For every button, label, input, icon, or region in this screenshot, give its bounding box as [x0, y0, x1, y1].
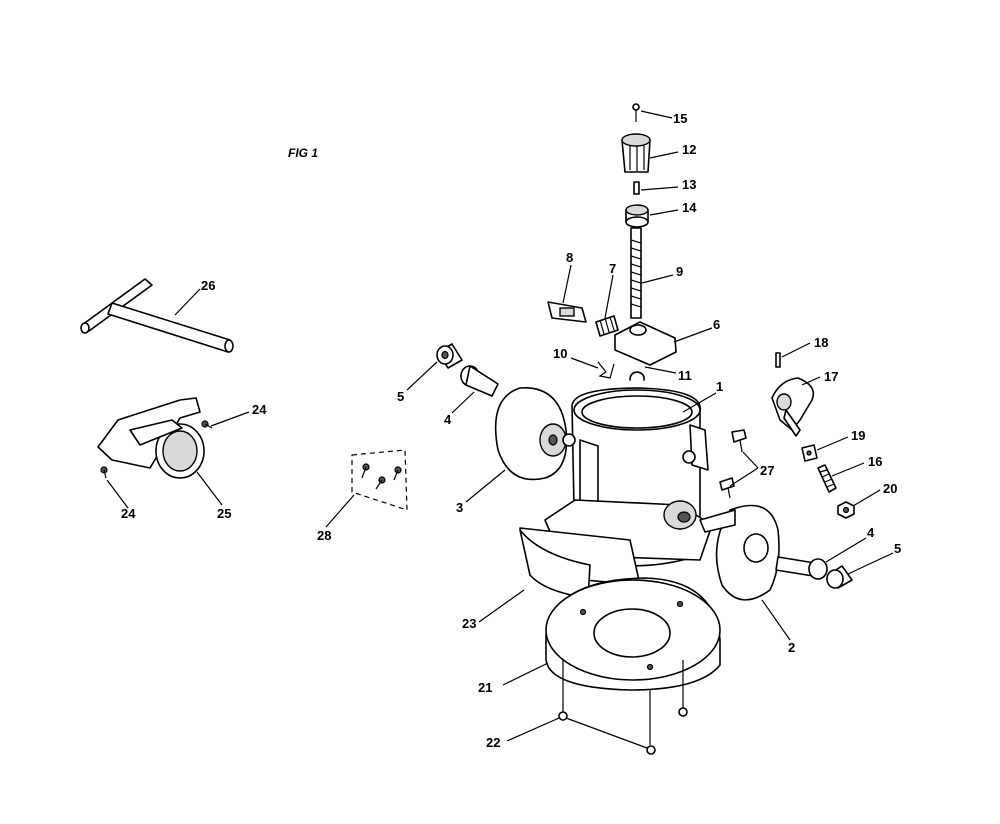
part-27-wing-screws: [719, 429, 747, 499]
leader-lines: [106, 110, 894, 749]
callout-27: 27: [760, 463, 774, 478]
part-6-adjust-block: [614, 321, 677, 366]
part-4-right-screw: [775, 556, 828, 580]
callout-20: 20: [883, 481, 897, 496]
callout-28: 28: [317, 528, 331, 543]
figure-label: FIG 1: [288, 146, 318, 160]
callout-4-right: 4: [867, 525, 875, 540]
part-5-right-cap: [826, 565, 853, 589]
callout-11: 11: [678, 368, 692, 383]
callout-18: 18: [814, 335, 828, 350]
callout-13: 13: [682, 177, 696, 192]
part-24-screws: [100, 420, 213, 479]
callout-26: 26: [201, 278, 215, 293]
part-28-screw-kit: [351, 449, 408, 511]
part-4-left-screw: [460, 365, 499, 397]
callout-10: 10: [553, 346, 567, 361]
callout-7: 7: [609, 261, 616, 276]
part-7-spring: [595, 315, 619, 337]
part-14-collar: [625, 204, 649, 228]
callout-15: 15: [673, 111, 687, 126]
callout-5-right: 5: [894, 541, 901, 556]
callout-1: 1: [716, 379, 723, 394]
callout-23: 23: [462, 616, 476, 631]
callout-9: 9: [676, 264, 683, 279]
callout-16: 16: [868, 454, 882, 469]
callout-5-left: 5: [397, 389, 404, 404]
callout-19: 19: [851, 428, 865, 443]
callout-17: 17: [824, 369, 838, 384]
part-1-housing: [519, 387, 713, 586]
part-9-threaded-rod: [630, 227, 642, 319]
part-18-pin: [775, 352, 781, 368]
part-17-latch: [771, 377, 815, 437]
part-25-dust-adapter: [97, 397, 205, 479]
callout-24-left: 24: [121, 506, 136, 521]
part-13-pin: [633, 181, 640, 195]
callout-8: 8: [566, 250, 573, 265]
part-22-base-screws: [558, 707, 688, 755]
callout-4-left: 4: [444, 412, 452, 427]
part-3-left-handle: [494, 387, 568, 481]
callout-12: 12: [682, 142, 696, 157]
callout-3: 3: [456, 500, 463, 515]
part-15-screw: [632, 103, 640, 122]
part-8-lock-lever: [547, 301, 587, 323]
callout-25: 25: [217, 506, 231, 521]
part-19-square-nut: [801, 444, 818, 462]
part-5-left-cap: [436, 343, 463, 369]
part-12-knob: [621, 133, 651, 173]
part-11-ring: [629, 371, 645, 381]
part-10-clip: [597, 361, 615, 379]
part-20-nut: [837, 501, 855, 519]
callout-24-right: 24: [252, 402, 267, 417]
part-2-right-handle: [699, 504, 780, 601]
callout-2: 2: [788, 640, 795, 655]
callout-numbers: 1 2 3 4 4 5 5 6 7 8 9 10 11 12 13 14 15 …: [121, 111, 901, 750]
part-21-sub-base: [545, 577, 721, 745]
callout-22: 22: [486, 735, 500, 750]
callout-21: 21: [478, 680, 492, 695]
callout-6: 6: [713, 317, 720, 332]
part-16-spring-screw: [817, 464, 837, 493]
callout-14: 14: [682, 200, 697, 215]
part-26-t-wrench: [80, 278, 234, 353]
